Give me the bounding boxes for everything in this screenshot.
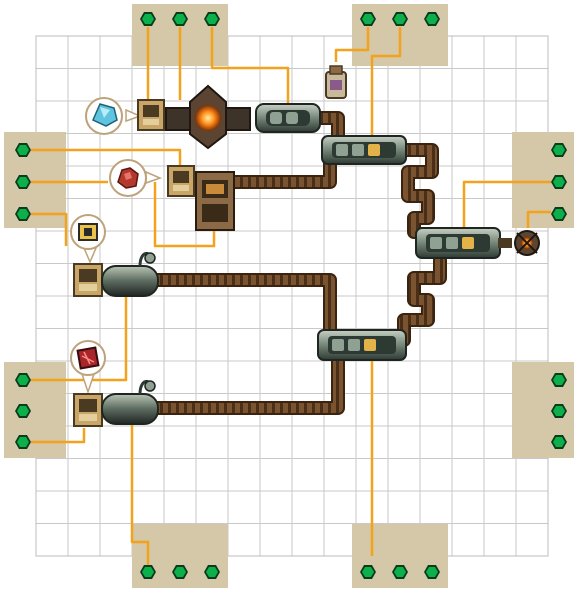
- port-connector[interactable]: [140, 565, 156, 579]
- output-exit[interactable]: [514, 230, 540, 256]
- port-connector[interactable]: [551, 207, 567, 221]
- port-connector[interactable]: [551, 373, 567, 387]
- wire: [31, 212, 68, 246]
- port-pad-bottom-right: [352, 524, 448, 588]
- jar-item[interactable]: [325, 65, 347, 99]
- port-pad-right-lower: [512, 362, 574, 458]
- port-connector[interactable]: [15, 435, 31, 449]
- wire: [526, 210, 551, 228]
- resource-bubble-chip: [70, 214, 106, 264]
- port-pad-bottom-left: [132, 524, 228, 588]
- port-pad-left-upper: [4, 132, 66, 228]
- wire: [31, 428, 86, 444]
- wire: [130, 424, 150, 565]
- port-connector[interactable]: [551, 404, 567, 418]
- resource-bubble-crystal: [85, 97, 143, 135]
- port-connector[interactable]: [15, 404, 31, 418]
- port-connector[interactable]: [15, 373, 31, 387]
- assembler-low[interactable]: [317, 329, 407, 361]
- port-connector[interactable]: [551, 175, 567, 189]
- crystal-ore-icon: [92, 103, 118, 127]
- wire: [31, 296, 128, 382]
- port-connector[interactable]: [424, 565, 440, 579]
- port-connector[interactable]: [172, 565, 188, 579]
- chip-icon: [78, 223, 98, 241]
- smelter-tube[interactable]: [255, 103, 321, 133]
- port-connector[interactable]: [392, 12, 408, 26]
- port-connector[interactable]: [424, 12, 440, 26]
- wire: [370, 27, 402, 136]
- port-connector[interactable]: [360, 565, 376, 579]
- wire: [210, 27, 290, 104]
- port-connector[interactable]: [204, 12, 220, 26]
- furnace-icon: [195, 105, 221, 131]
- red-card-icon: [76, 346, 100, 370]
- port-pad-right-upper: [512, 132, 574, 228]
- resource-bubble-red-card: [70, 340, 106, 395]
- tank-lower[interactable]: [101, 380, 159, 425]
- port-connector[interactable]: [392, 565, 408, 579]
- port-connector[interactable]: [15, 207, 31, 221]
- furnace[interactable]: [165, 84, 251, 150]
- tank-upper[interactable]: [101, 252, 159, 297]
- wire: [31, 148, 182, 168]
- wire: [334, 27, 370, 62]
- assembler-mid[interactable]: [415, 227, 512, 259]
- feeder-chip[interactable]: [73, 263, 103, 297]
- press[interactable]: [195, 171, 235, 231]
- port-connector[interactable]: [204, 565, 220, 579]
- resource-bubble-red-ore: [109, 159, 163, 197]
- wire: [462, 180, 551, 228]
- port-pad-left-lower: [4, 362, 66, 458]
- port-connector[interactable]: [15, 175, 31, 189]
- signal-wires: [31, 27, 551, 565]
- feeder-red-ore[interactable]: [167, 165, 195, 197]
- grid-border: [35, 35, 549, 557]
- port-connector[interactable]: [360, 12, 376, 26]
- port-connector[interactable]: [551, 143, 567, 157]
- feeder-red-card[interactable]: [73, 393, 103, 427]
- port-connector[interactable]: [15, 143, 31, 157]
- assembler-top[interactable]: [321, 135, 407, 165]
- port-connector[interactable]: [551, 435, 567, 449]
- red-ore-icon: [117, 167, 139, 189]
- wire: [153, 182, 216, 248]
- conveyor-belts: [143, 111, 447, 415]
- feeder-crystal[interactable]: [137, 99, 165, 131]
- port-connector[interactable]: [140, 12, 156, 26]
- port-connector[interactable]: [172, 12, 188, 26]
